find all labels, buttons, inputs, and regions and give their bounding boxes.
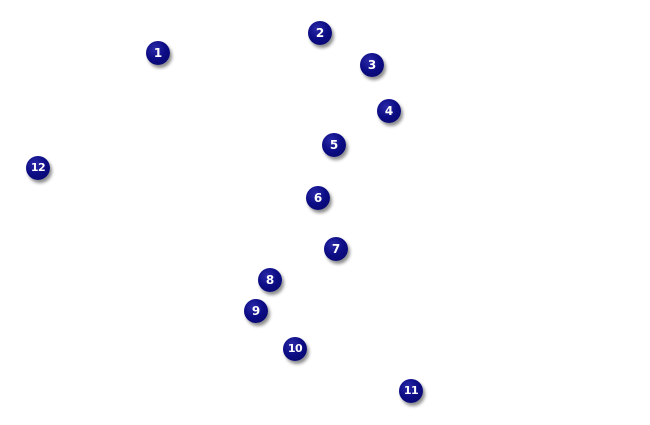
- marker-8[interactable]: 8: [258, 268, 282, 292]
- marker-10[interactable]: 10: [283, 337, 307, 361]
- marker-12[interactable]: 12: [26, 156, 50, 180]
- marker-2[interactable]: 2: [308, 21, 332, 45]
- marker-4[interactable]: 4: [377, 99, 401, 123]
- marker-3[interactable]: 3: [360, 53, 384, 77]
- marker-7[interactable]: 7: [324, 237, 348, 261]
- marker-6[interactable]: 6: [306, 186, 330, 210]
- marker-5[interactable]: 5: [322, 133, 346, 157]
- marker-11[interactable]: 11: [399, 379, 423, 403]
- marker-9[interactable]: 9: [244, 299, 268, 323]
- marker-1[interactable]: 1: [146, 41, 170, 65]
